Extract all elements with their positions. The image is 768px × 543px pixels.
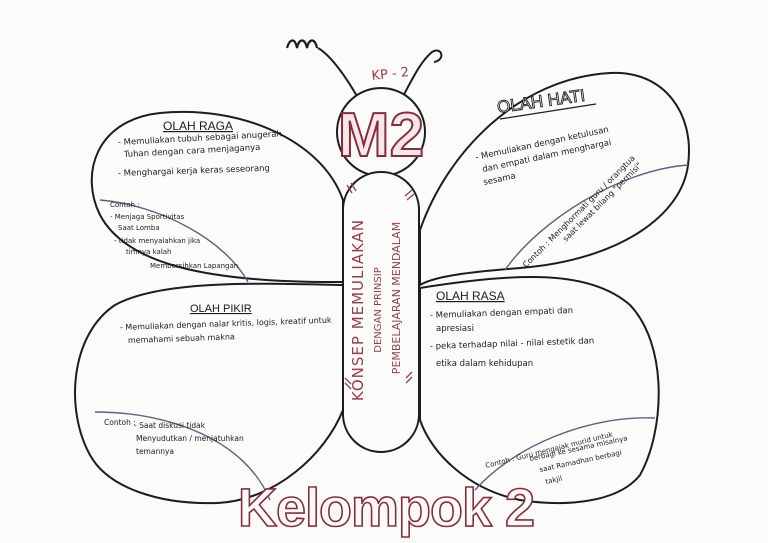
olah-rasa-example-line-4: takjil: [545, 475, 563, 486]
olah-rasa-point-1-line-1: - Memuliakan dengan empati dan: [430, 306, 573, 321]
olah-pikir-point-1-line-2: memahami sebuah makna: [128, 332, 235, 345]
footer-title: Kelompok 2: [238, 478, 534, 538]
divider-lower-left: [94, 411, 271, 501]
olah-hati-underline: [499, 103, 597, 120]
butterfly-body: [342, 171, 420, 453]
antenna-left-curl: [285, 39, 319, 49]
olah-hati-example-line-2: saat lewat bilang "permisi": [561, 161, 644, 244]
body-mark-bottom-right: [405, 371, 413, 379]
divider-lower-right: [474, 417, 656, 491]
kp-label: KP - 2: [371, 65, 410, 84]
olah-raga-example-1-line-2: Saat Lomba: [118, 224, 160, 232]
divider-upper-right: [504, 164, 689, 271]
olah-raga-example-2-line-1: - tidak menyalahkan jika: [114, 237, 200, 245]
olah-raga-example-1-line-1: - Menjaga Sportivitas: [110, 213, 185, 221]
body-mark-top-right: [404, 189, 413, 197]
olah-rasa-point-2-line-1: - peka terhadap nilai - nilai estetik da…: [430, 336, 595, 352]
olah-raga-example-label: Contoh :: [110, 201, 140, 209]
olah-pikir-point-1-line-1: - Memuliakan dengan nalar kritis, logis,…: [120, 316, 332, 332]
olah-rasa-point-2-line-2: etika dalam kehidupan: [436, 359, 533, 369]
olah-pikir-example-1-line-2: Menyudutkan / menjatuhkan: [136, 434, 244, 443]
body-mark-bottom-left: [344, 377, 352, 385]
body-mark-bottom-left-2: [344, 382, 352, 390]
olah-pikir-title: OLAH PIKIR: [190, 303, 252, 315]
antenna-left: [317, 47, 359, 99]
olah-pikir-example-1-line-3: temannya: [136, 447, 174, 456]
olah-pikir-example-label: Contoh :: [104, 418, 136, 427]
olah-raga-example-2-line-2: timnya kalah: [126, 248, 172, 256]
divider-upper-left: [99, 199, 249, 283]
body-mark-top-left-2: [350, 182, 357, 192]
wing-lower-left: [74, 282, 344, 505]
body-mark-bottom-right-2: [405, 376, 413, 384]
body-text-line3: PEMBELAJARAN MENDALAM: [390, 222, 403, 374]
olah-raga-example-3-line-1: Membersihkan Lapangan: [150, 262, 238, 270]
wing-upper-right: [419, 71, 690, 287]
antenna-right: [401, 49, 443, 99]
body-text-line2: DENGAN PRINSIP: [373, 267, 384, 352]
olah-hati-example-line-1: Contoh : Menghormati guru / orangtua: [521, 154, 637, 270]
wing-upper-left: [90, 110, 344, 284]
olah-rasa-point-1-line-2: apresiasi: [436, 324, 474, 334]
olah-raga-title: OLAH RAGA: [163, 119, 233, 133]
olah-raga-point-2-line-1: - Menghargai kerja keras seseorang: [118, 164, 270, 179]
wing-lower-right: [419, 275, 660, 504]
olah-rasa-title: OLAH RASA: [436, 289, 505, 303]
olah-pikir-example-1-line-1: - Saat diskusi tidak: [134, 421, 206, 430]
body-mark-top-right-2: [406, 193, 415, 201]
head-badge: M2: [338, 101, 424, 170]
body-text-line1: KONSEP MEMULIAKAN: [349, 219, 367, 401]
body-mark-top-left: [346, 184, 353, 194]
